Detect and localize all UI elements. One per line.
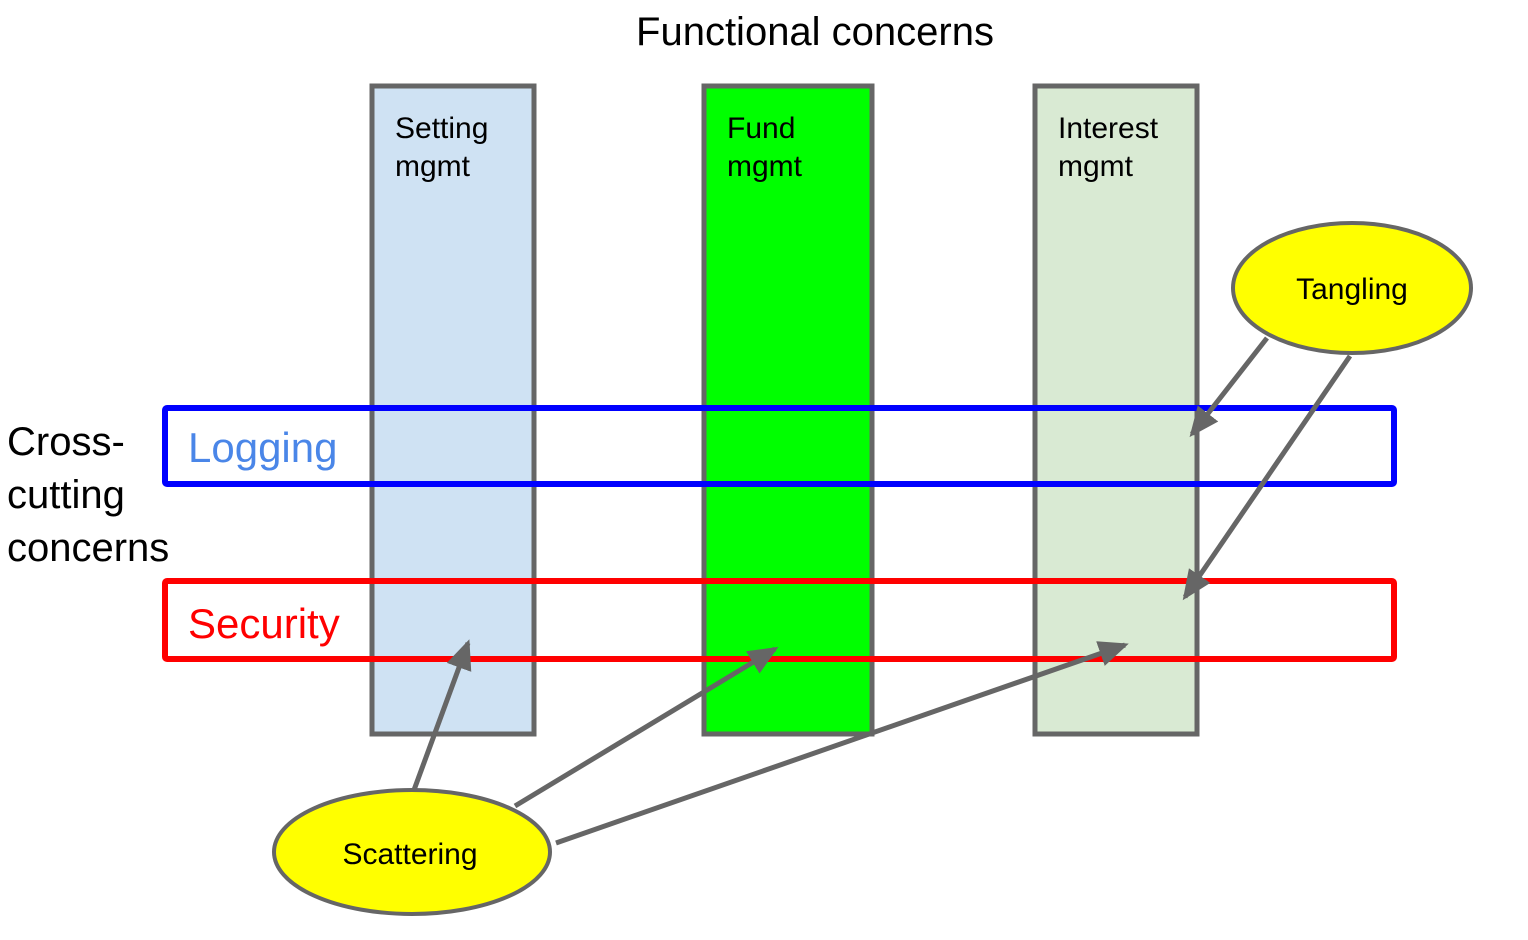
arrow-scattering-to-interest bbox=[555, 641, 1129, 846]
svg-text:Setting mgmt: Setting mgmt bbox=[395, 112, 497, 183]
side-label-line: Cross- bbox=[7, 420, 125, 464]
column-label-line: Setting bbox=[395, 112, 488, 145]
svg-text:Interest mgmt: Interest mgmt bbox=[1058, 112, 1166, 183]
band-security: Security bbox=[162, 578, 1397, 662]
arrow-scattering-to-fund bbox=[513, 646, 779, 809]
side-label-line: concerns bbox=[7, 526, 169, 570]
callout-tangling: Tangling bbox=[1231, 221, 1473, 355]
callout-ellipse bbox=[272, 788, 552, 916]
callout-ellipse bbox=[1231, 221, 1473, 355]
side-label-line: cutting bbox=[7, 473, 125, 517]
column-label-line: Fund bbox=[727, 112, 795, 145]
column-label-line: Interest bbox=[1058, 112, 1159, 145]
arrow-tangling-to-logging bbox=[1189, 336, 1269, 438]
svg-text:Fund mgmt: Fund mgmt bbox=[727, 112, 804, 183]
band-logging: Logging bbox=[162, 405, 1397, 487]
column-label-line: mgmt bbox=[395, 150, 471, 183]
arrow-scattering-to-setting bbox=[411, 639, 472, 791]
title: Functional concerns bbox=[636, 10, 994, 54]
column-label-line: mgmt bbox=[727, 150, 803, 183]
band-box bbox=[162, 405, 1397, 487]
callout-scattering: Scattering bbox=[272, 788, 552, 916]
band-label: Security bbox=[188, 600, 340, 647]
callout-label: Tangling bbox=[1296, 273, 1408, 306]
arrow-tangling-to-security bbox=[1182, 354, 1353, 601]
band-label: Logging bbox=[188, 424, 337, 471]
callout-label: Scattering bbox=[342, 838, 477, 871]
column-label-line: mgmt bbox=[1058, 150, 1134, 183]
band-box bbox=[162, 578, 1397, 662]
side-label: Cross- cutting concerns bbox=[7, 420, 169, 570]
